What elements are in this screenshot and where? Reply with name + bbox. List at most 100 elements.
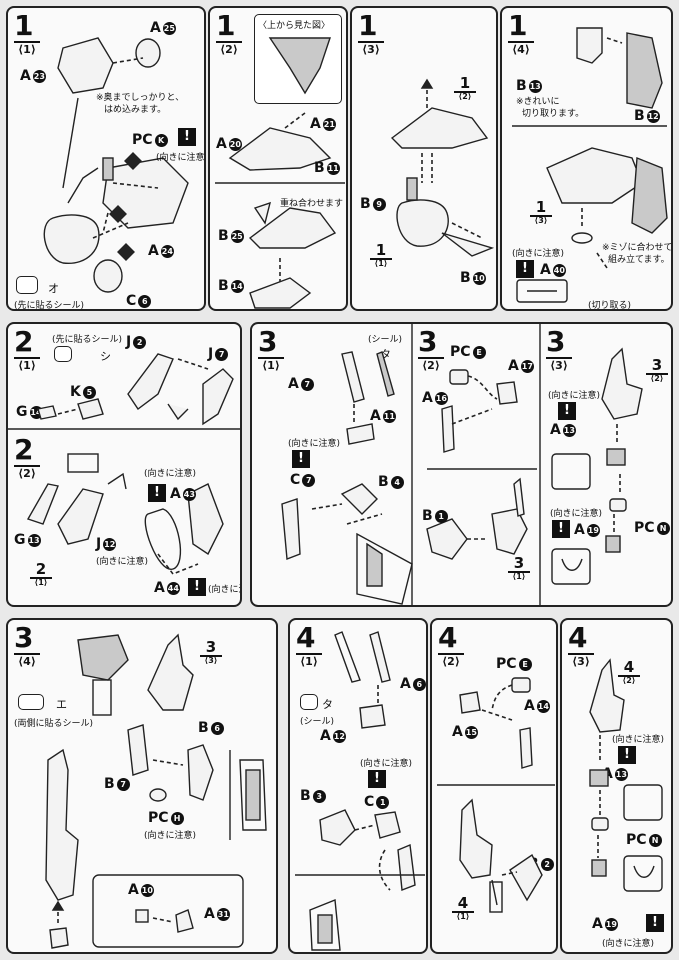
ref-step-3-1: 3⟨1⟩ [508,556,530,581]
seal-icon-box [16,276,38,294]
step-number: 3⟨4⟩ [14,624,40,667]
orientation-warning: ! [516,260,534,278]
parts-illustration [512,27,668,303]
orientation-warning: ! [188,578,206,596]
note-orient: (向きに注意) [548,391,601,401]
parts-illustration [43,37,189,293]
note-orient: (向きに注意) [512,249,565,259]
step-number: 2⟨2⟩ [14,436,40,479]
note-cut-off: (切り取る) [588,301,632,311]
orientation-warning: ! [552,520,570,538]
orientation-warning: ! [292,450,310,468]
parts-illustration [8,353,240,575]
note-orient: (向きに注意) [156,153,206,163]
panel-step-4-2: 4⟨2⟩ PCE A14 A15 B2 4⟨1⟩ [430,618,558,954]
note-seal-first: (先に貼るシール) [14,301,85,311]
ref-step-1-2: 1⟨2⟩ [454,76,476,101]
parts-illustration [45,633,267,949]
note-orient: (向きに注意) [144,831,197,841]
note-cut-clean: ※きれいに [516,97,560,107]
step-number: 1⟨3⟩ [358,12,384,55]
seal-mark-shi: シ [100,350,111,363]
note-orient: (向きに注意) [360,759,413,769]
seal-icon-box [300,694,318,710]
panel-step-4-3: 4⟨3⟩ 4⟨2⟩ (向きに注意) ! A13 PCN A19 ! (向きに注意… [560,618,673,954]
note-orient: (向きに注意) [144,469,197,479]
note-groove-2: 組み立てます。 [608,255,670,265]
step-number: 3⟨2⟩ [418,328,444,371]
note-overlap: 重ね合わせます [280,199,344,209]
orientation-warning: ! [368,770,386,788]
note-cut-clean-2: 切り取ります。 [522,109,585,119]
note-seal: (シール) [300,717,335,727]
ref-step-4-2: 4⟨2⟩ [618,660,640,685]
note-orient: (向きに注意) [288,439,341,449]
orientation-warning: ! [646,914,664,932]
orientation-warning: ! [148,484,166,502]
step-number: 4⟨3⟩ [568,624,594,667]
ref-step-3-2: 3⟨2⟩ [646,358,668,383]
step-number: 1⟨2⟩ [216,12,242,55]
seal-mark-ta: タ [380,348,391,361]
seal-icon-box [54,346,72,362]
step-number: 3⟨1⟩ [258,328,284,371]
parts-illustration [390,78,495,257]
note-push-in-2: はめ込みます。 [104,105,167,115]
step-number: 1⟨1⟩ [14,12,40,55]
seal-mark-o: オ [48,282,59,295]
seal-mark-e: エ [56,698,67,711]
parts-illustration [295,631,425,951]
note-groove: ※ミゾに合わせて [602,243,673,253]
orientation-warning: ! [178,128,196,146]
orientation-warning: ! [618,746,636,764]
parts-illustration [281,324,643,605]
note-orient: (向きに注意) [612,735,665,745]
step-number: 4⟨1⟩ [296,624,322,667]
parts-illustration [437,677,555,913]
note-seal-both: (両側に貼るシール) [14,719,94,729]
ref-step-1-1: 1⟨1⟩ [370,243,392,268]
note-seal: (シール) [368,335,403,345]
seal-icon-box [18,694,44,710]
